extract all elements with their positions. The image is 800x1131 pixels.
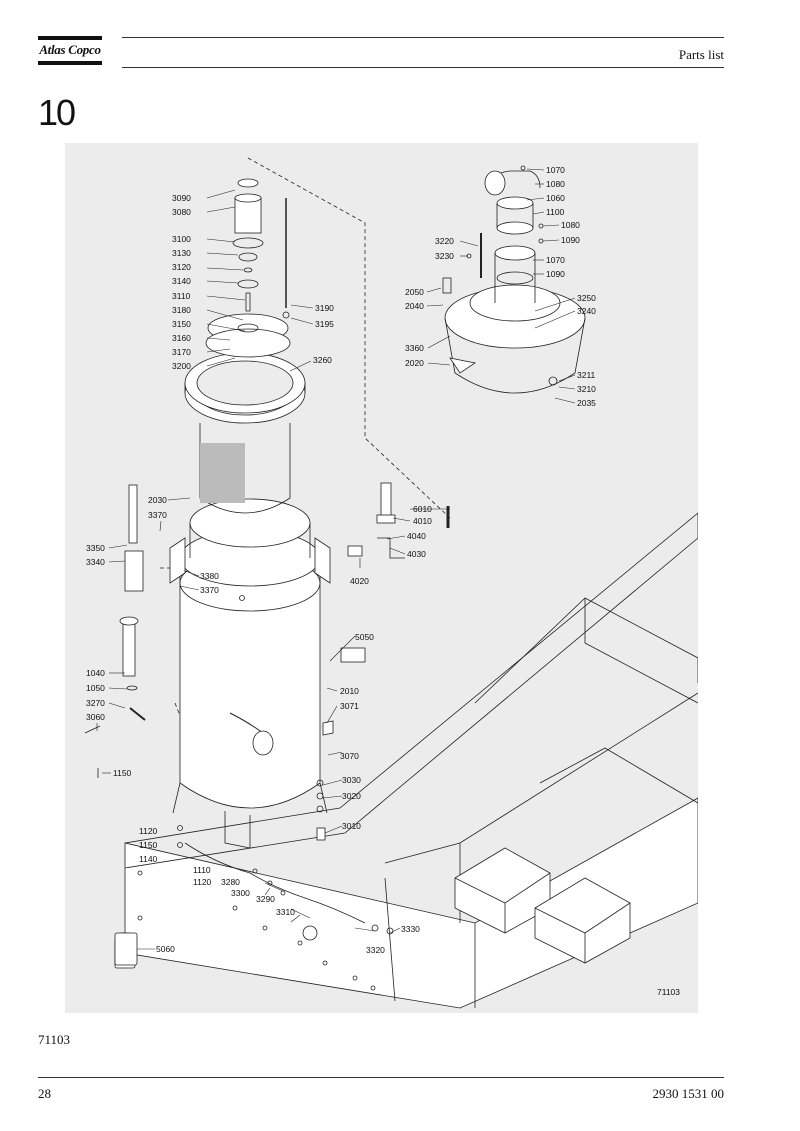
page-number: 28 (38, 1086, 51, 1101)
header-rule-top (122, 37, 724, 38)
callout-1050: 1050 (86, 683, 105, 693)
callout-5050: 5050 (355, 632, 374, 642)
callout-3220: 3220 (435, 236, 454, 246)
callout-3090: 3090 (172, 193, 191, 203)
logo-text: Atlas Copco (39, 42, 101, 57)
top-cap-assembly (205, 178, 291, 358)
callout-3240: 3240 (577, 306, 596, 316)
leader-lines (96, 168, 576, 950)
callout-3290: 3290 (256, 894, 275, 904)
callout-3300: 3300 (231, 888, 250, 898)
callout-6010: 6010 (413, 504, 432, 514)
page-title: Parts list (678, 47, 724, 62)
callout-3110: 3110 (172, 291, 191, 301)
footer-rule (38, 1077, 724, 1078)
callout-1120b: 1120 (193, 877, 212, 887)
figure-reference: 71103 (38, 1032, 71, 1047)
callout-1140: 1140 (139, 854, 158, 864)
callout-2020: 2020 (405, 358, 424, 368)
callout-3280: 3280 (221, 877, 240, 887)
callout-2035: 2035 (577, 398, 596, 408)
callout-3180: 3180 (172, 305, 191, 315)
header-rule-bottom (122, 67, 724, 68)
callout-3120: 3120 (172, 262, 191, 272)
callout-2030: 2030 (148, 495, 167, 505)
callout-1150b: 1150 (139, 840, 158, 850)
separator-tank (169, 498, 334, 849)
callout-1120: 1120 (139, 826, 158, 836)
callout-3350: 3350 (86, 543, 105, 553)
callout-3070: 3070 (340, 751, 359, 761)
drain-hose (177, 779, 394, 935)
section-number: 10 (38, 92, 76, 133)
callout-4020: 4020 (350, 576, 369, 586)
callout-3200: 3200 (172, 361, 191, 371)
callout-1070b: 1070 (546, 255, 565, 265)
callout-3100: 3100 (172, 234, 191, 244)
callout-3080: 3080 (172, 207, 191, 217)
callout-3210: 3210 (577, 384, 596, 394)
oil-bottle (114, 932, 138, 966)
callout-3140: 3140 (172, 276, 191, 286)
callout-3071: 3071 (340, 701, 359, 711)
atlas-copco-logo: Atlas Copco (38, 36, 102, 66)
callout-1080b: 1080 (561, 220, 580, 230)
exploded-parts-drawing: 3090 3080 3100 3130 3120 3140 3110 3180 … (84, 157, 698, 1009)
chassis-frame (124, 512, 698, 1009)
callout-3211: 3211 (577, 370, 596, 380)
callout-2010: 2010 (340, 686, 359, 696)
callout-5060: 5060 (156, 944, 175, 954)
drawing-id-label: 71103 (657, 987, 680, 997)
oil-separator-element (184, 352, 306, 514)
callout-3060: 3060 (86, 712, 105, 722)
callout-3310: 3310 (276, 907, 295, 917)
callout-3160: 3160 (172, 333, 191, 343)
callout-1100: 1100 (546, 207, 565, 217)
callout-3230: 3230 (435, 251, 454, 261)
callout-1060: 1060 (546, 193, 565, 203)
callout-3270: 3270 (86, 698, 105, 708)
callout-1110: 1110 (193, 865, 211, 875)
callout-3330: 3330 (401, 924, 420, 934)
callout-3380: 3380 (200, 571, 219, 581)
callout-1090b: 1090 (546, 269, 565, 279)
pipe-fittings (340, 482, 450, 663)
callout-3130: 3130 (172, 248, 191, 258)
callout-3190: 3190 (315, 303, 334, 313)
callout-1150: 1150 (113, 768, 132, 778)
logo-bar-bottom (38, 61, 102, 65)
callout-2040: 2040 (405, 301, 424, 311)
callout-3340: 3340 (86, 557, 105, 567)
callout-3030: 3030 (342, 775, 361, 785)
callout-1070: 1070 (546, 165, 565, 175)
callout-4040: 4040 (407, 531, 426, 541)
callout-3320: 3320 (366, 945, 385, 955)
callout-3370: 3370 (148, 510, 167, 520)
callout-3360: 3360 (405, 343, 424, 353)
callout-4030: 4030 (407, 549, 426, 559)
callout-3260: 3260 (313, 355, 332, 365)
document-number: 2930 1531 00 (652, 1086, 725, 1101)
callout-3170: 3170 (172, 347, 191, 357)
callout-labels: 3090 3080 3100 3130 3120 3140 3110 3180 … (86, 165, 680, 997)
callout-1040: 1040 (86, 668, 105, 678)
logo-bar-top (38, 36, 102, 40)
callout-3195: 3195 (315, 319, 334, 329)
callout-3150: 3150 (172, 319, 191, 329)
callout-1090: 1090 (561, 235, 580, 245)
callout-3010: 3010 (342, 821, 361, 831)
callout-3020: 3020 (342, 791, 361, 801)
callout-4010: 4010 (413, 516, 432, 526)
intake-assembly (442, 165, 586, 394)
callout-3370b: 3370 (200, 585, 219, 595)
callout-3250: 3250 (577, 293, 596, 303)
callout-1080: 1080 (546, 179, 565, 189)
callout-2050: 2050 (405, 287, 424, 297)
